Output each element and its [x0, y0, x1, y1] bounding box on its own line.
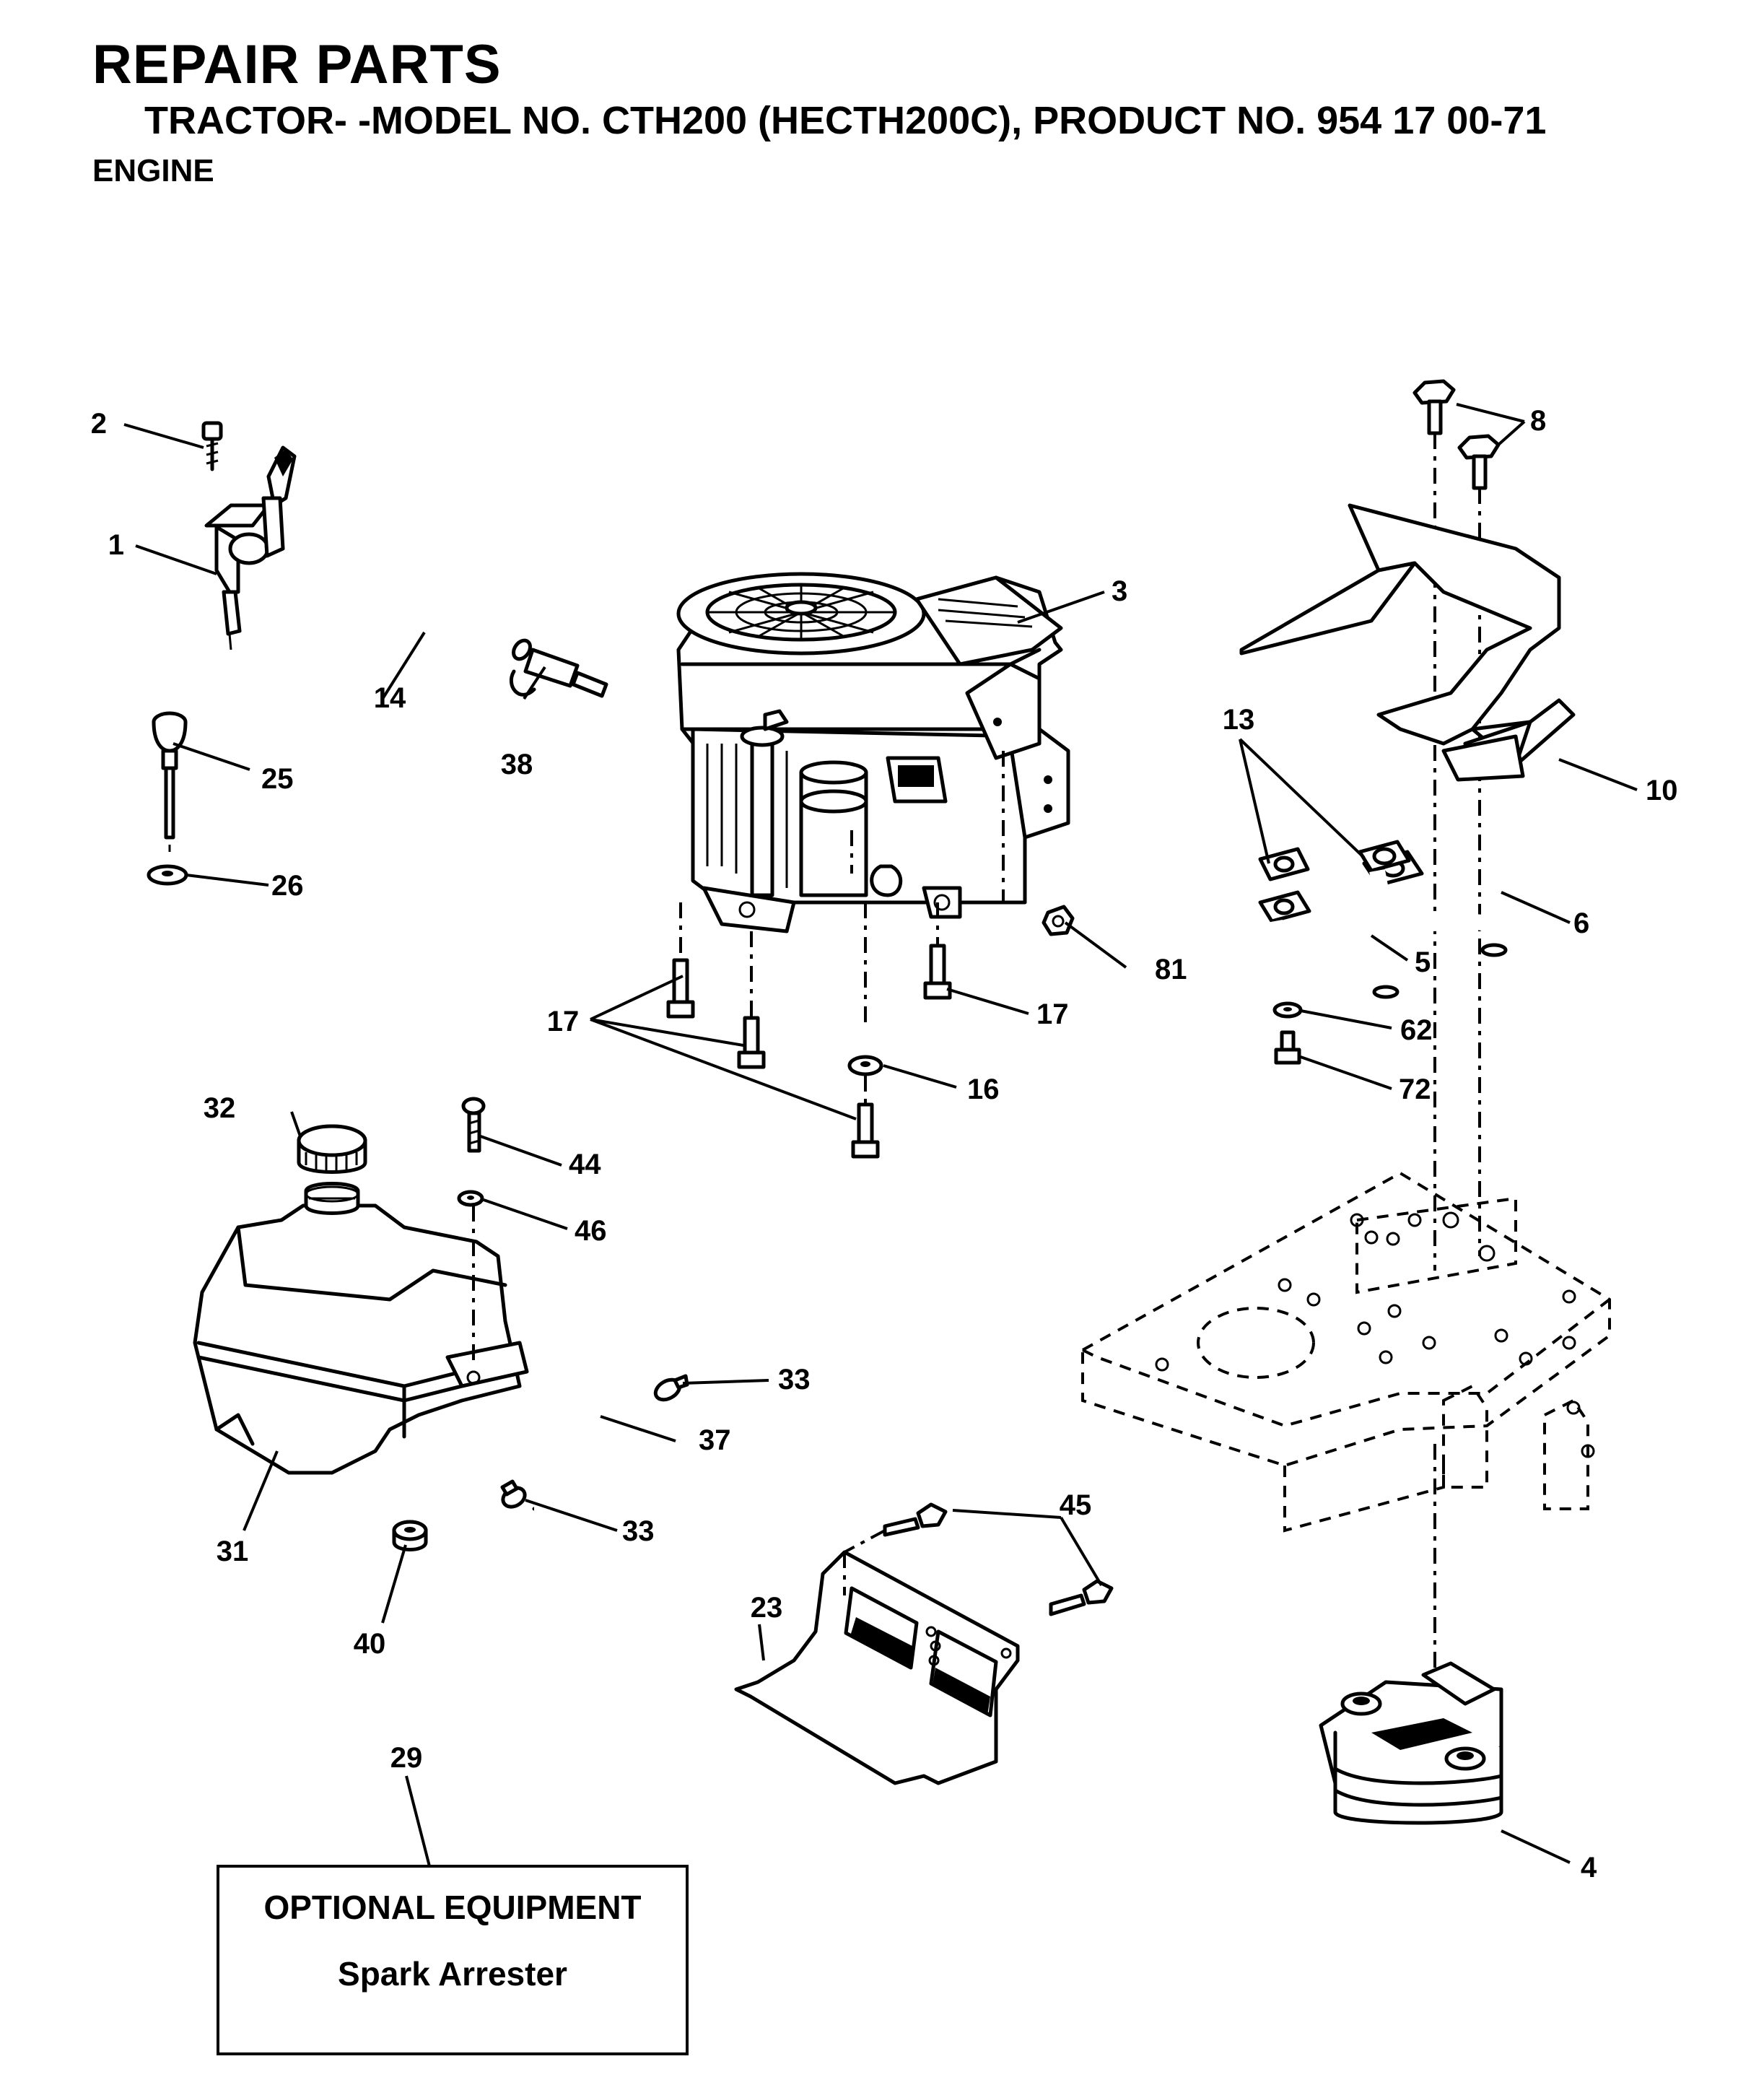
- callout-16: 16: [967, 1074, 1000, 1105]
- part-6-exhaust-pipe: [1358, 840, 1508, 957]
- part-3-engine: [676, 572, 1070, 933]
- callout-10: 10: [1646, 775, 1678, 806]
- part-23-bracket: [734, 1550, 1020, 1785]
- callout-2: 2: [91, 408, 107, 440]
- part-10-heat-shield: [1239, 503, 1576, 782]
- part-72-bolt: [1274, 1030, 1301, 1065]
- callout-45: 45: [1060, 1489, 1092, 1521]
- part-81-nut: [1042, 905, 1075, 936]
- part-5-exhaust-pipe: [1258, 890, 1400, 999]
- callout-5: 5: [1415, 946, 1431, 978]
- callout-14: 14: [374, 682, 406, 714]
- part-16-lock-washer: [847, 1055, 883, 1105]
- callout-31: 31: [217, 1536, 249, 1567]
- part-33-hose-clamps: [500, 1374, 689, 1509]
- optional-equipment-item: Spark Arrester: [338, 1955, 567, 1993]
- callout-17b: 17: [1036, 998, 1069, 1030]
- callout-46: 46: [575, 1215, 607, 1247]
- callout-23: 23: [751, 1592, 783, 1624]
- page-header: REPAIR PARTS TRACTOR- -MODEL NO. CTH200 …: [0, 0, 1764, 217]
- callout-6: 6: [1573, 907, 1589, 939]
- part-31-fuel-tank: [193, 1182, 529, 1475]
- callout-40: 40: [354, 1628, 386, 1660]
- optional-equipment-box: OPTIONAL EQUIPMENT Spark Arrester: [217, 1865, 689, 2055]
- model-subtitle: TRACTOR- -MODEL NO. CTH200 (HECTH200C), …: [144, 99, 1547, 142]
- callout-13: 13: [1223, 704, 1255, 736]
- part-46-washer: [457, 1190, 484, 1364]
- callout-72: 72: [1399, 1074, 1431, 1105]
- page-title: REPAIR PARTS: [92, 34, 502, 95]
- part-8-bolts: [1412, 379, 1501, 1271]
- part-37-fuel-line: [532, 1389, 664, 1514]
- callout-labels: 2 1 3 8 14 38 13 10 25 26 81 6 5 17 17 6…: [91, 405, 1678, 1884]
- callout-17a: 17: [547, 1006, 580, 1037]
- callout-4: 4: [1581, 1852, 1597, 1884]
- callout-26: 26: [271, 870, 304, 902]
- part-45-screws: [844, 1502, 1114, 1616]
- callout-8: 8: [1530, 405, 1546, 437]
- part-1-throttle-control: [204, 445, 297, 650]
- callout-44: 44: [569, 1149, 601, 1180]
- callout-62: 62: [1400, 1014, 1433, 1046]
- part-17-bolts: [666, 902, 952, 1159]
- part-40-grommet: [392, 1520, 428, 1551]
- part-44-screw: [461, 1097, 486, 1153]
- part-4-muffler: [1319, 1444, 1503, 1825]
- callout-33a: 33: [778, 1364, 811, 1395]
- leader-lines: [123, 403, 1638, 1867]
- callout-37: 37: [699, 1424, 731, 1456]
- callout-32: 32: [204, 1092, 236, 1124]
- callout-1: 1: [108, 529, 124, 561]
- callout-29: 29: [390, 1742, 423, 1774]
- part-2-screw: [201, 421, 223, 471]
- callout-81: 81: [1155, 954, 1187, 985]
- part-26-washer: [147, 864, 188, 886]
- frame-dashed: [1081, 1171, 1611, 1533]
- part-25-dipstick: [152, 711, 188, 852]
- callout-25: 25: [261, 763, 294, 795]
- section-title: ENGINE: [92, 153, 214, 188]
- optional-equipment-heading: OPTIONAL EQUIPMENT: [263, 1889, 641, 1926]
- part-38-fuel-fitting: [509, 648, 608, 698]
- part-32-fuel-cap: [297, 1124, 367, 1174]
- part-14-fuel-hose: [335, 590, 532, 661]
- callout-38: 38: [501, 749, 533, 780]
- callout-3: 3: [1112, 575, 1127, 607]
- part-62-washer: [1272, 1001, 1303, 1019]
- callout-33b: 33: [622, 1515, 655, 1547]
